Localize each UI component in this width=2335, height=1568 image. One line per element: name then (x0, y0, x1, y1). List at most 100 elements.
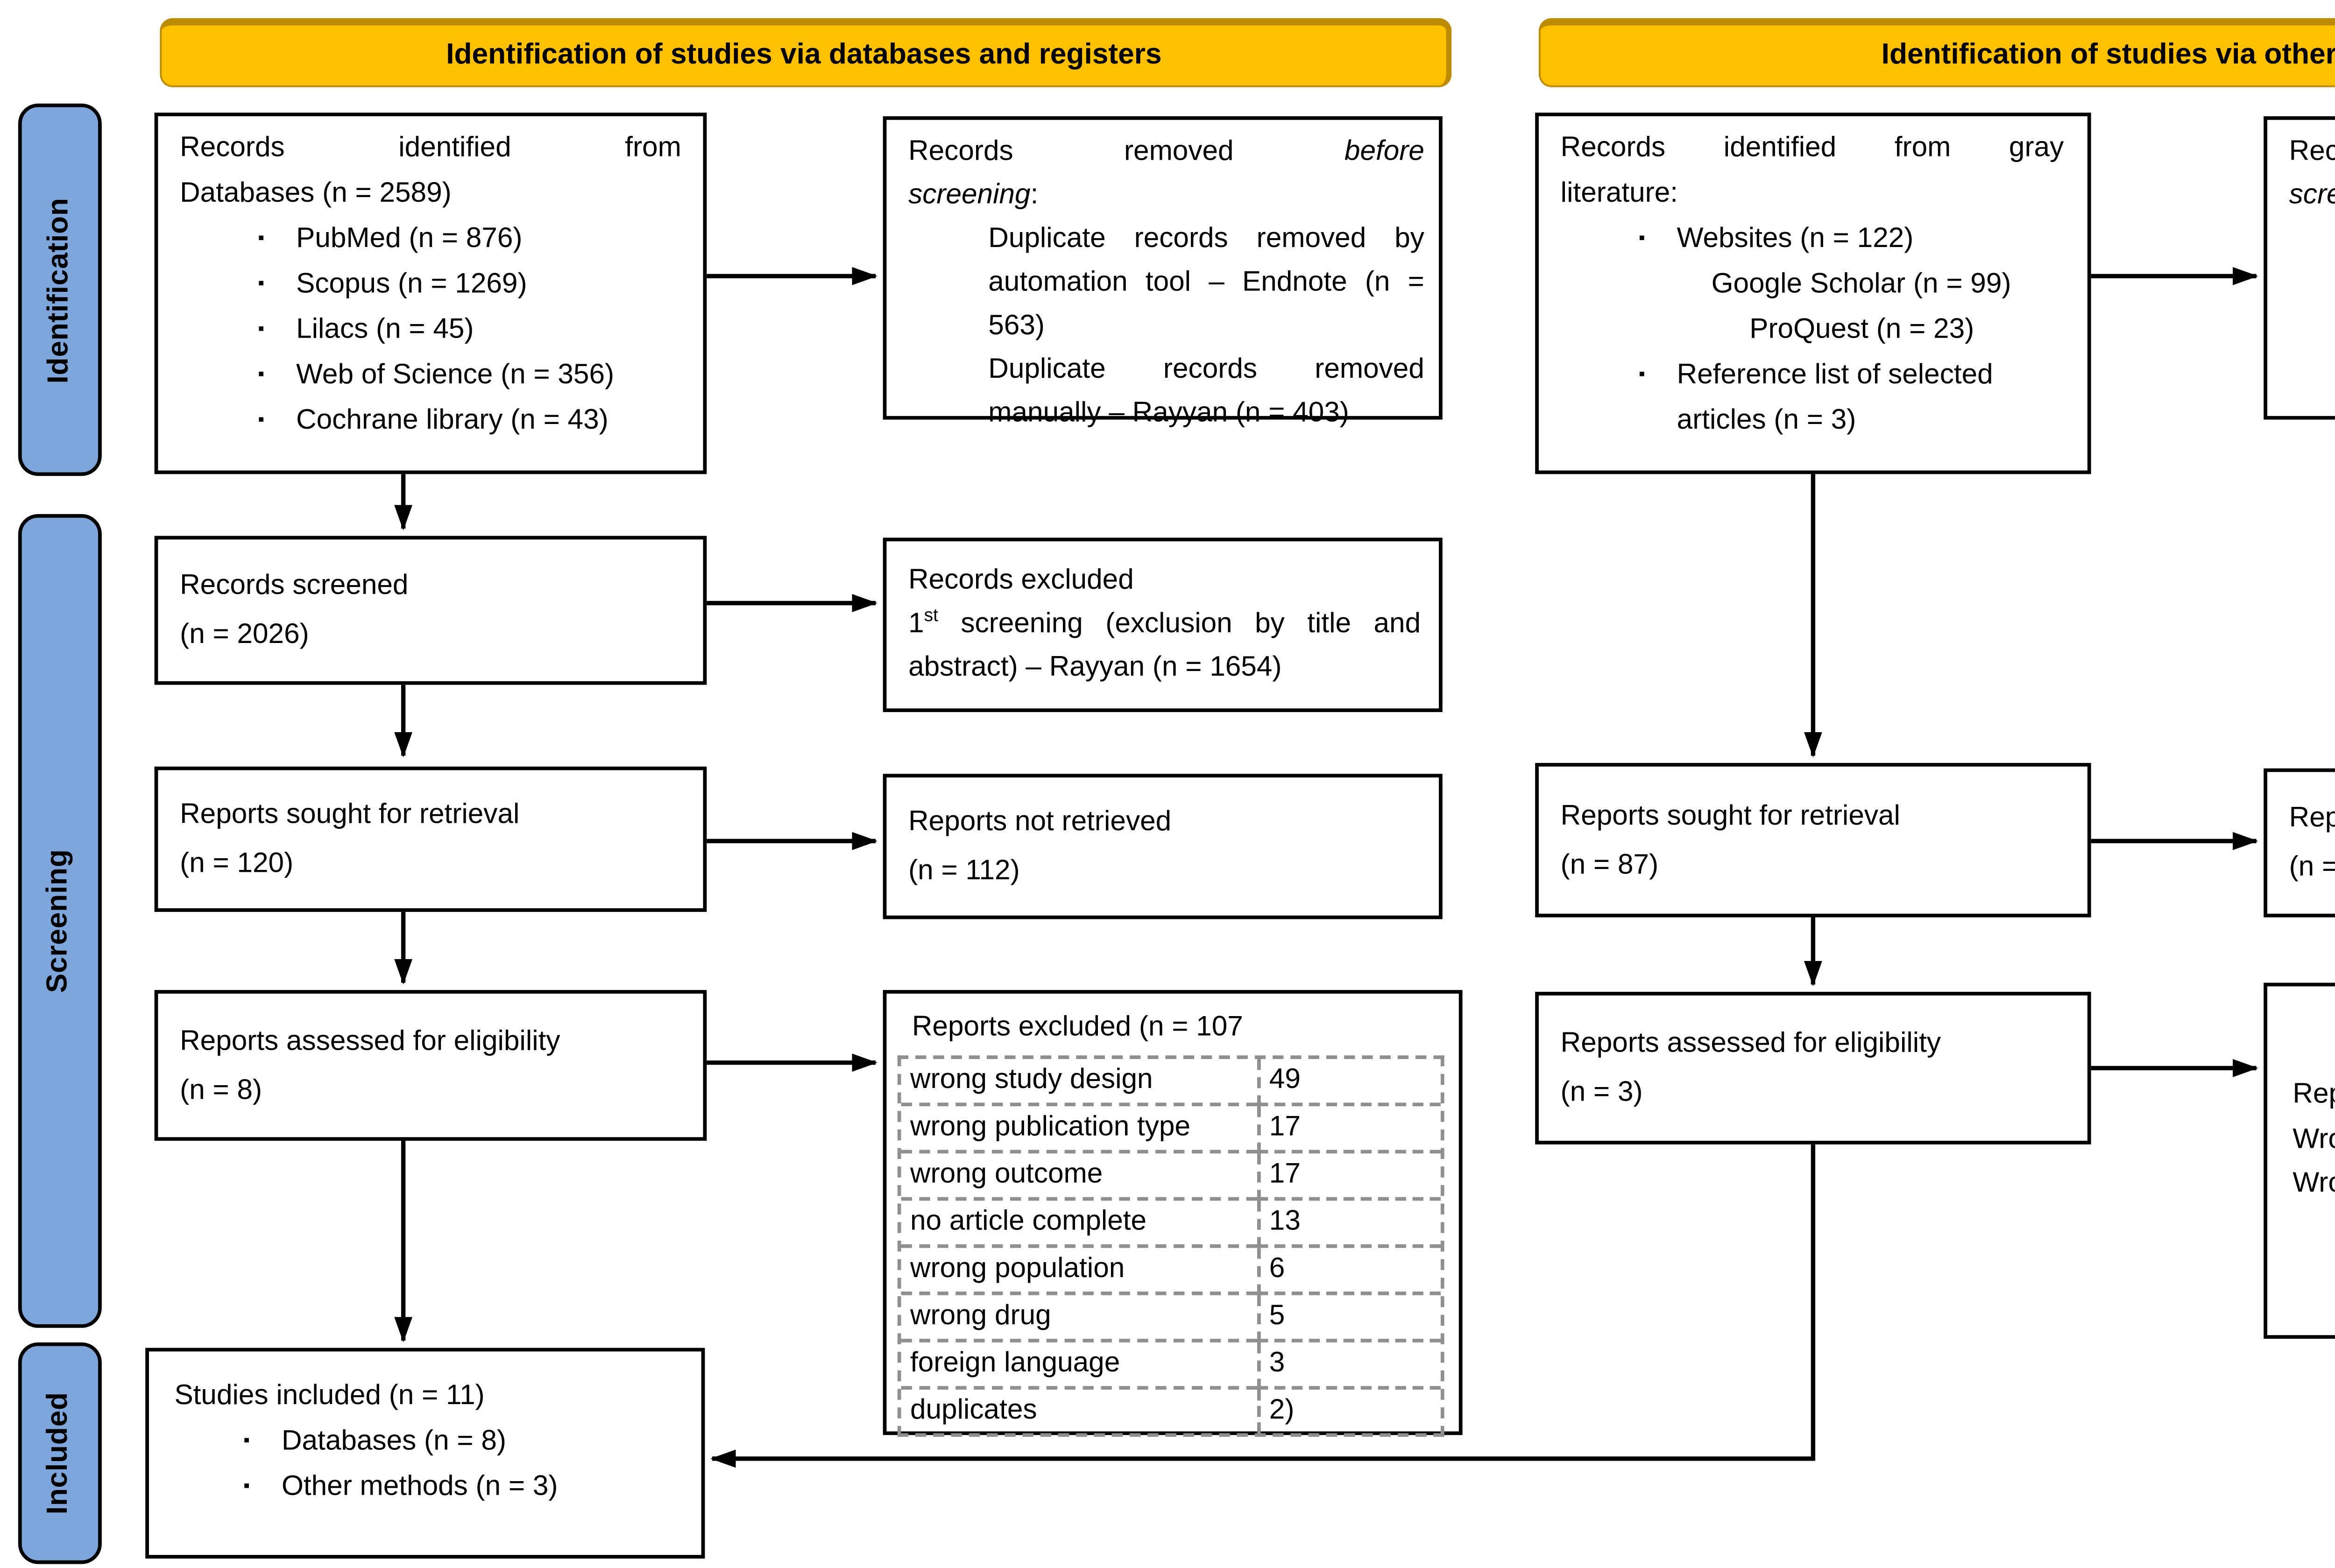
text-segment: Records removed (2289, 136, 2335, 167)
text-line: Records excluded (908, 565, 1134, 596)
exclusion-reason-table: wrong study design 49 wrong publication … (897, 1055, 1444, 1437)
table-cell-count: 17 (1256, 1106, 1441, 1154)
sub-item-text: Google Scholar (n = 99) (1711, 268, 2011, 300)
table-cell-reason: wrong drug (901, 1295, 1257, 1342)
text-line: screening: (908, 174, 1424, 218)
sub-item-text: ProQuest (n = 23) (1749, 314, 1974, 346)
box-reports-assessed-other: Reports assessed for eligibility (n = 3) (1535, 992, 2091, 1144)
list-item: ▪ Scopus (n = 1269) (180, 261, 681, 307)
count-line: (n = 71) (2289, 852, 2335, 883)
table-title: Reports excluded (n = 107 (912, 1011, 1243, 1043)
bullet-icon: ▪ (258, 410, 265, 431)
table-cell-reason: foreign language (901, 1342, 1257, 1390)
text-segment-italic: before (1344, 136, 1424, 167)
stage-label: Screening (43, 849, 75, 993)
text-line: literature: (1560, 178, 1678, 209)
list-item: ▪ Other methods (n = 3) (174, 1464, 683, 1510)
text-line: screening: (2289, 174, 2335, 218)
text-line: Reports assessed for eligibility (1560, 1028, 1941, 1059)
list-item: ▪ Lilacs (n = 45) (180, 307, 681, 352)
table-cell-count: 6 (1256, 1248, 1441, 1295)
list-item-text: Other methods (n = 3) (281, 1471, 558, 1503)
text-line: Records screened (180, 570, 409, 601)
table-cell-count: 49 (1256, 1059, 1441, 1107)
stage-band-identification: Identification (18, 103, 102, 476)
table-cell-count: 2) (1256, 1390, 1441, 1434)
table-cell-count: 5 (1256, 1295, 1441, 1342)
box-records-excluded-first-screening: Records excluded 1st screening (exclusio… (883, 537, 1443, 712)
superscript: st (924, 606, 938, 627)
table-cell-count: 3 (1256, 1342, 1441, 1390)
text-line: Reports not retrieved (908, 806, 1172, 838)
text-line: Reports sought for retrieval (180, 799, 520, 830)
removal-reason-list: Duplicate records removed by automation … (2289, 218, 2335, 392)
box-reports-sought-databases: Reports sought for retrieval (n = 120) (154, 766, 707, 912)
text-segment: 1 (908, 608, 924, 640)
column-header-other-methods: Identification of studies via other meth… (1538, 18, 2335, 87)
table-cell-count: 13 (1256, 1201, 1441, 1248)
list-item-text: Websites (n = 122) (1677, 223, 1914, 254)
table-cell-reason: wrong study design (901, 1059, 1257, 1107)
list-item: ▪ Cochrane library (n = 43) (180, 398, 681, 443)
text-line: Records identified from gray (1560, 132, 2064, 164)
bullet-icon: ▪ (243, 1476, 250, 1497)
table-cell-reason: wrong publication type (901, 1106, 1257, 1154)
text-line: Reports assessed for eligibility (180, 1025, 560, 1057)
list-item-text: Databases (n = 8) (281, 1426, 506, 1457)
box-reports-not-retrieved-databases: Reports not retrieved (n = 112) (883, 774, 1443, 919)
list-item: ▪ Web of Science (n = 356) (180, 353, 681, 398)
bullet-icon: ▪ (258, 229, 265, 249)
table-cell-count: 17 (1256, 1153, 1441, 1201)
table-cell-reason: wrong population (901, 1248, 1257, 1295)
text-line: Wrong publication type = 4): (2293, 1168, 2335, 1199)
list-item: ▪ Websites (n = 122) (1561, 216, 2064, 261)
list-item-text: Scopus (n = 1269) (296, 268, 527, 300)
text-line: Reports sought for retrieval (1560, 800, 1900, 831)
text-line: Records removed before (908, 131, 1424, 174)
box-records-removed-databases: Records removed before screening: Duplic… (883, 116, 1443, 429)
text-line: Records removed before (2289, 131, 2335, 174)
text-segment-italic: screening (2289, 180, 2335, 211)
bullet-icon: ▪ (1638, 229, 1645, 249)
stage-band-included: Included (18, 1342, 102, 1564)
box-records-identified-databases: Records identified from Databases (n = 2… (154, 113, 707, 474)
box-records-screened: Records screened (n = 2026) (154, 536, 707, 685)
box-reports-excluded-other: Reports excluded (n = 13 Wrong study des… (2264, 982, 2335, 1339)
list-item: Duplicate records removed by automation … (988, 223, 1424, 342)
text-line: Records identified from (180, 132, 681, 164)
text-segment: : (1030, 180, 1039, 211)
count-line: (n = 87) (1560, 849, 1659, 880)
stage-label: Included (43, 1392, 75, 1515)
count-line: (n = 3) (1560, 1077, 1643, 1109)
list-item-text: Cochrane library (n = 43) (296, 405, 609, 436)
box-reports-assessed-databases: Reports assessed for eligibility (n = 8) (154, 990, 707, 1141)
text-paragraph: 1st screening (exclusion by title and ab… (908, 603, 1421, 691)
column-header-databases: Identification of studies via databases … (160, 18, 1452, 87)
text-line: Databases (n = 2589) (180, 178, 452, 209)
table-cell-reason: wrong outcome (901, 1153, 1257, 1201)
list-item-text: Web of Science (n = 356) (296, 360, 615, 391)
stage-band-screening: Screening (18, 514, 102, 1328)
list-item-text: PubMed (n = 876) (296, 223, 523, 254)
bullet-icon: ▪ (258, 319, 265, 340)
box-reports-excluded-databases: Reports excluded (n = 107 wrong study de… (883, 990, 1463, 1437)
bullet-icon: ▪ (258, 274, 265, 295)
box-reports-sought-other: Reports sought for retrieval (n = 87) (1535, 763, 2091, 918)
box-studies-included: Studies included (n = 11) ▪ Databases (n… (145, 1348, 705, 1559)
box-records-removed-other: Records removed before screening: Duplic… (2264, 116, 2335, 420)
bullet-icon: ▪ (258, 365, 265, 385)
text-line: Studies included (n = 11) (174, 1380, 485, 1412)
database-source-list: ▪ PubMed (n = 876) ▪ Scopus (n = 1269) ▪… (180, 216, 681, 443)
table-cell-reason: duplicates (910, 1395, 1037, 1426)
bullet-icon: ▪ (1638, 365, 1645, 385)
list-item: ▪ Databases (n = 8) (174, 1419, 683, 1464)
list-item: ▪ Reference list of selected articles (n… (1561, 353, 2064, 444)
text-segment-italic: screening (908, 180, 1031, 211)
stage-label: Identification (43, 197, 75, 383)
list-item: ▪ PubMed (n = 876) (180, 216, 681, 261)
text-segment: Records removed (908, 136, 1234, 167)
list-item-text: Reference list of selected articles (n =… (1677, 360, 1993, 436)
box-records-identified-gray-literature: Records identified from gray literature:… (1535, 113, 2091, 474)
list-item-text: Lilacs (n = 45) (296, 314, 474, 346)
